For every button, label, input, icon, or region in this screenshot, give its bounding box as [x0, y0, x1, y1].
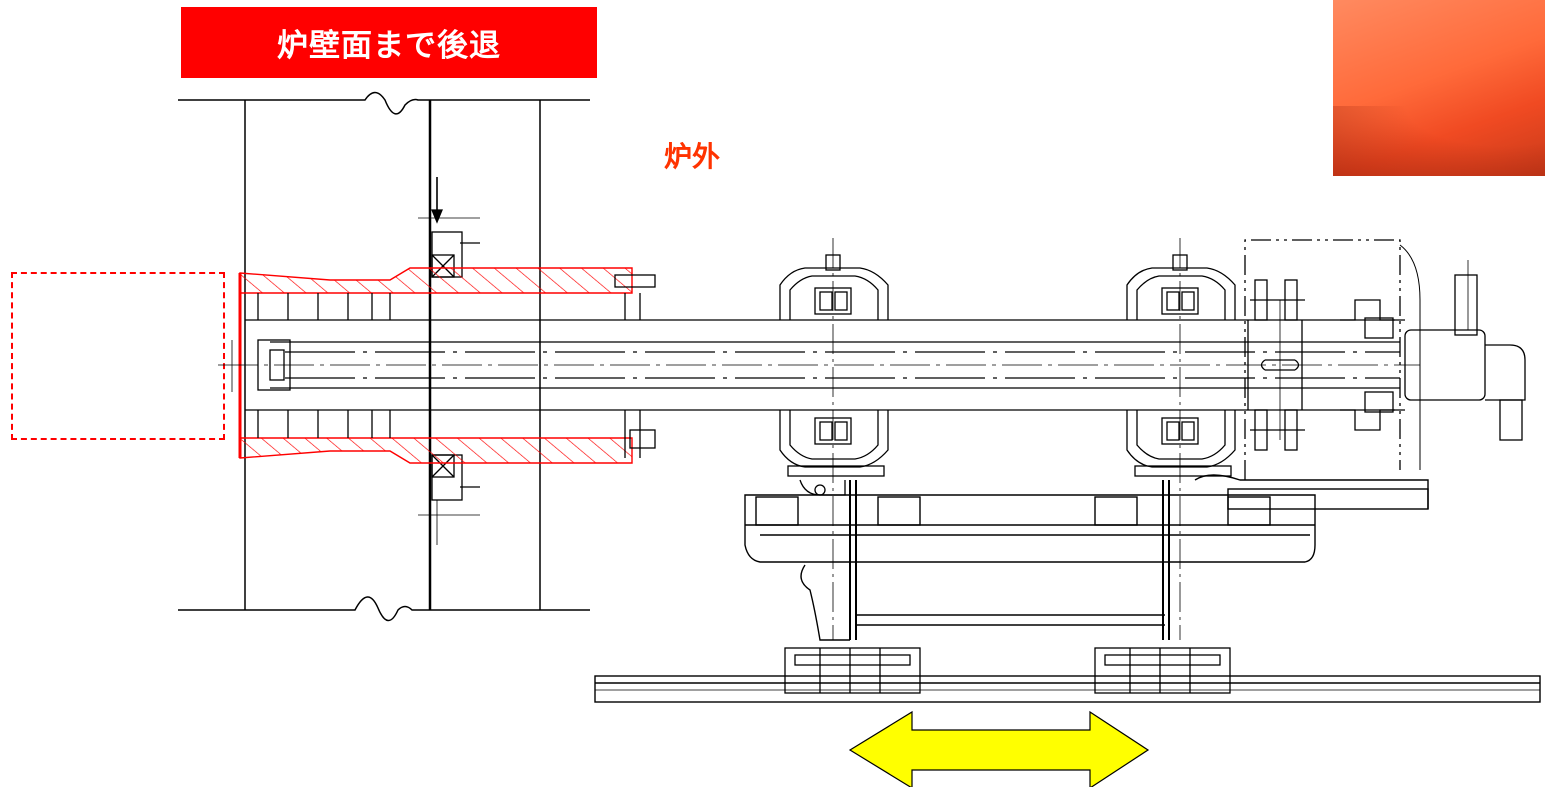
lance-nozzle-sleeve	[238, 267, 633, 464]
bearing-housing-right	[1126, 238, 1236, 640]
furnace-flame-photo	[1333, 0, 1545, 176]
rail	[594, 675, 1541, 703]
retracted-position-box	[11, 272, 225, 440]
lance-shaft	[218, 274, 1420, 458]
outside-furnace-label: 炉外	[664, 140, 721, 173]
drive-coupling-assembly	[1244, 239, 1526, 480]
carriage-trucks	[784, 647, 1231, 694]
wall-roller-brackets	[418, 177, 480, 545]
carriage-frame	[744, 474, 1429, 641]
double-headed-arrow	[848, 710, 1150, 787]
retract-banner: 炉壁面まで後退	[181, 7, 597, 78]
bearing-housing-left	[779, 238, 889, 640]
furnace-wall	[178, 91, 590, 622]
